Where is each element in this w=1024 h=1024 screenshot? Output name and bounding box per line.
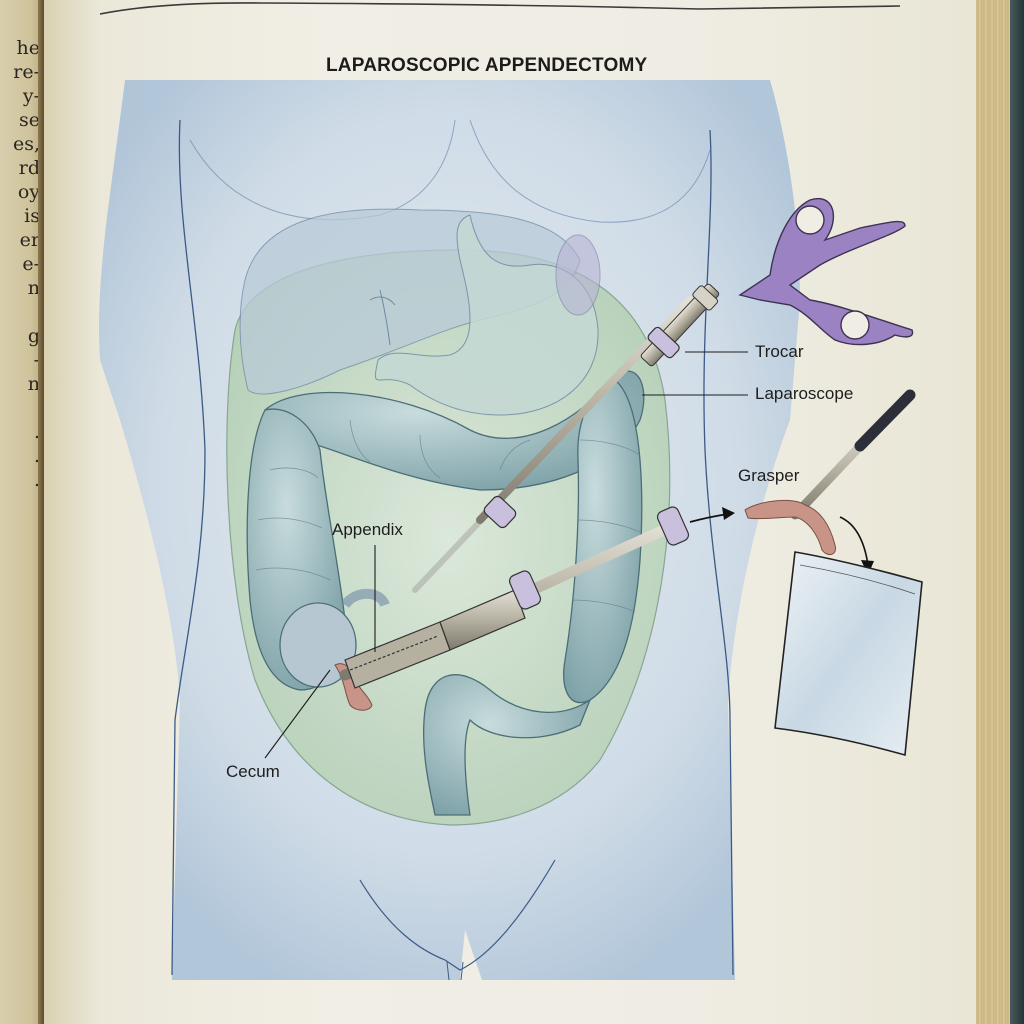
grasper (790, 389, 916, 520)
text-line: he (16, 37, 40, 59)
text-line: rd (18, 157, 40, 179)
trocar (640, 283, 720, 367)
text-line: is (24, 205, 40, 227)
text-line: es, (12, 133, 40, 155)
text-line: g (27, 325, 40, 347)
label-grasper: Grasper (738, 466, 800, 485)
book-gutter (38, 0, 44, 1024)
text-line: n (27, 373, 40, 395)
trocar-port-upper (483, 495, 517, 529)
trocar-port-middle (508, 570, 542, 610)
figure-title: LAPAROSCOPIC APPENDECTOMY (326, 55, 648, 76)
label-appendix: Appendix (332, 520, 403, 539)
header-rule (99, 2, 901, 15)
text-line: oy (17, 181, 40, 203)
left-page-text: he re- y- se es, rd oy is er e- n g - n … (0, 36, 40, 492)
text-line: se (19, 109, 40, 131)
book-cover (1010, 0, 1024, 1024)
label-laparoscope: Laparoscope (755, 384, 854, 403)
label-trocar: Trocar (755, 342, 804, 361)
page-stack-edge (976, 0, 1024, 1024)
text-line: n (27, 277, 40, 299)
instrument-handle (738, 197, 914, 346)
text-line: y- (22, 85, 40, 107)
lower-instrument (339, 506, 690, 689)
specimen-bag (774, 551, 923, 757)
text-line: re- (13, 61, 40, 83)
label-cecum: Cecum (226, 762, 280, 781)
leader-lines (264, 351, 748, 759)
colon-haustra (255, 419, 641, 613)
left-page: he re- y- se es, rd oy is er e- n g - n … (0, 0, 44, 1024)
text-line: - (33, 349, 40, 371)
text-line: . (33, 421, 40, 443)
spleen (555, 234, 601, 316)
trocar-port-right (656, 506, 690, 546)
text-line: . (33, 469, 40, 491)
text-line: . (33, 445, 40, 467)
text-line: e- (22, 253, 40, 275)
text-line: er (19, 229, 40, 251)
removed-appendix (744, 500, 837, 556)
